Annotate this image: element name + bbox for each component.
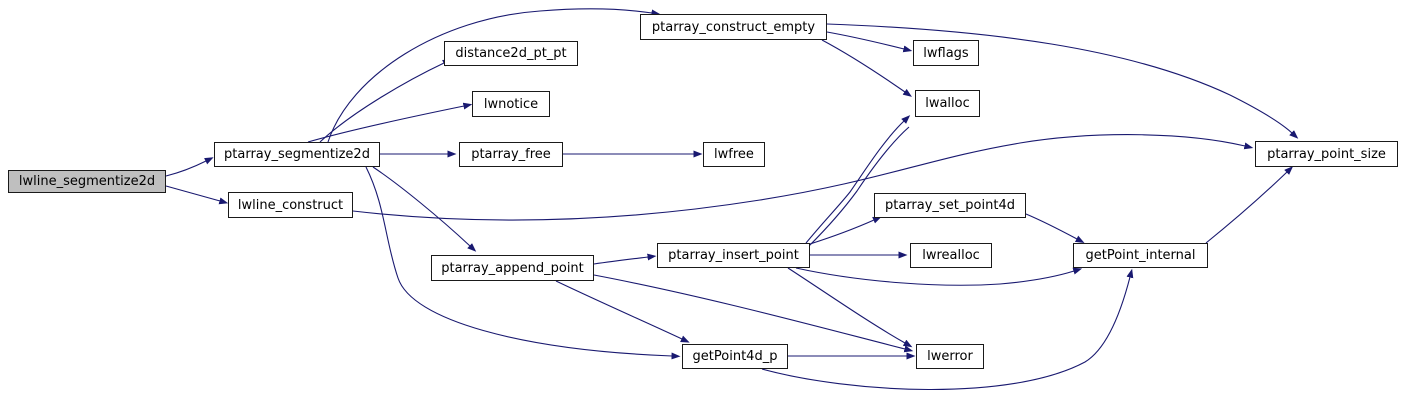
- node-getPoint4d_p[interactable]: getPoint4d_p: [682, 344, 788, 369]
- node-ptarray_set_point4d[interactable]: ptarray_set_point4d: [874, 193, 1026, 218]
- edge-ptarray_construct_empty-to-lwflags: [826, 31, 913, 53]
- edge-ptarray_append_point-to-ptarray_insert_point: [593, 253, 657, 265]
- edge-ptarray_construct_empty-to-lwalloc: [821, 39, 912, 97]
- node-lwfree[interactable]: lwfree: [703, 142, 765, 167]
- edge-ptarray_append_point-to-lwerror: [593, 274, 914, 353]
- node-label: ptarray_insert_point: [668, 248, 799, 263]
- edge-ptarray_insert_point-to-lwalloc: [808, 126, 910, 247]
- node-label: ptarray_set_point4d: [885, 198, 1015, 213]
- node-label: ptarray_point_size: [1267, 146, 1386, 162]
- node-lwrealloc[interactable]: lwrealloc: [910, 243, 992, 268]
- node-ptarray_construct_empty[interactable]: ptarray_construct_empty: [640, 14, 827, 40]
- node-ptarray_free[interactable]: ptarray_free: [459, 142, 563, 167]
- edge-ptarray_insert_point-to-lwalloc: [805, 115, 911, 244]
- node-label: ptarray_append_point: [441, 260, 584, 276]
- node-lwalloc[interactable]: lwalloc: [915, 90, 980, 117]
- node-label: ptarray_construct_empty: [651, 19, 816, 35]
- edge-ptarray_insert_point-to-ptarray_set_point4d: [809, 216, 882, 245]
- node-label: lwnotice: [483, 96, 539, 112]
- edge-ptarray_append_point-to-getPoint4d_p: [555, 280, 690, 343]
- edge-ptarray_set_point4d-to-getPoint_internal: [1025, 213, 1085, 243]
- node-label: getPoint_internal: [1085, 248, 1196, 263]
- node-label: ptarray_segmentize2d: [224, 147, 370, 162]
- node-distance2d_pt_pt[interactable]: distance2d_pt_pt: [444, 41, 578, 66]
- node-lwnotice[interactable]: lwnotice: [472, 91, 550, 117]
- edge-ptarray_insert_point-to-getPoint_internal: [795, 267, 1083, 286]
- node-label: distance2d_pt_pt: [455, 46, 567, 61]
- node-ptarray_point_size[interactable]: ptarray_point_size: [1255, 141, 1398, 167]
- edge-ptarray_segmentize2d-to-ptarray_append_point: [372, 166, 477, 252]
- edge-ptarray_insert_point-to-lwerror: [787, 267, 913, 348]
- node-lwerror[interactable]: lwerror: [916, 344, 984, 369]
- node-label: lwalloc: [925, 96, 970, 111]
- node-label: lwerror: [927, 349, 973, 364]
- node-ptarray_append_point[interactable]: ptarray_append_point: [431, 255, 594, 281]
- node-label: ptarray_free: [471, 147, 551, 162]
- node-lwline_segmentize2d: lwline_segmentize2d: [8, 170, 166, 193]
- edge-getPoint_internal-to-ptarray_point_size: [1205, 166, 1294, 244]
- node-lwflags[interactable]: lwflags: [913, 40, 979, 66]
- edge-ptarray_construct_empty-to-ptarray_point_size: [826, 23, 1299, 139]
- edge-ptarray_segmentize2d-to-lwnotice: [307, 102, 473, 143]
- node-label: lwfree: [714, 147, 754, 162]
- node-label: lwline_construct: [237, 197, 344, 213]
- edge-getPoint4d_p-to-getPoint_internal: [761, 268, 1134, 391]
- node-ptarray_segmentize2d[interactable]: ptarray_segmentize2d: [214, 142, 380, 167]
- node-label: lwline_segmentize2d: [18, 174, 156, 189]
- edge-group: [165, 8, 1299, 391]
- node-label: lwrealloc: [922, 248, 980, 263]
- node-getPoint_internal[interactable]: getPoint_internal: [1073, 243, 1208, 268]
- edge-lwline_segmentize2d-to-lwline_construct: [165, 185, 229, 205]
- edge-ptarray_segmentize2d-to-distance2d_pt_pt: [319, 59, 452, 143]
- node-label: lwflags: [923, 45, 969, 61]
- node-lwline_construct[interactable]: lwline_construct: [228, 192, 353, 218]
- edge-ptarray_segmentize2d-to-ptarray_construct_empty: [327, 8, 661, 143]
- edge-lwline_segmentize2d-to-ptarray_segmentize2d: [165, 157, 214, 177]
- node-label: getPoint4d_p: [692, 349, 778, 364]
- node-ptarray_insert_point[interactable]: ptarray_insert_point: [657, 243, 810, 268]
- edge-ptarray_segmentize2d-to-getPoint4d_p: [365, 166, 681, 360]
